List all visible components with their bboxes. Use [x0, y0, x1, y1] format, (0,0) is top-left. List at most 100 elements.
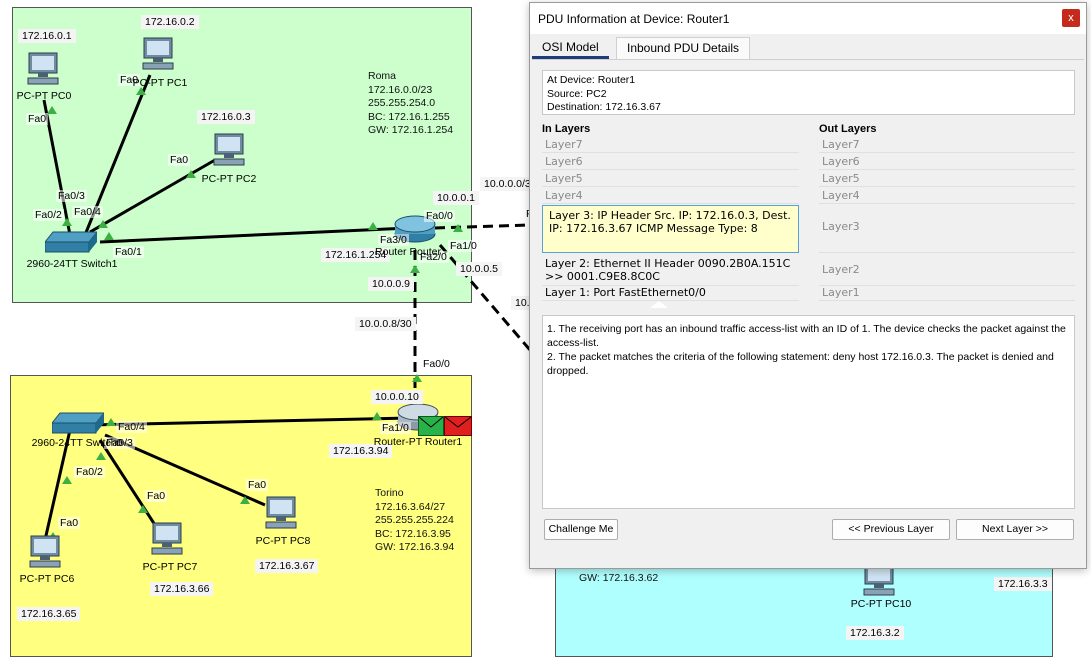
- pc-icon[interactable]: [26, 52, 60, 86]
- next-layer-button[interactable]: Next Layer >>: [956, 519, 1074, 540]
- link-light: [62, 476, 72, 484]
- roma-area: [12, 7, 472, 303]
- device-label: 2960-24TT Switch0: [31, 437, 123, 449]
- out-layer-2[interactable]: Layer2: [819, 256, 1075, 286]
- ip-label: 172.16.0.3: [197, 110, 255, 124]
- ip-label: 10.0.0.8/30: [355, 317, 416, 331]
- info-line: Source: PC2: [547, 87, 607, 100]
- cyan-gw-note: GW: 172.16.3.62: [579, 572, 659, 584]
- previous-layer-button[interactable]: << Previous Layer: [832, 519, 950, 540]
- out-layer-3[interactable]: Layer3: [819, 205, 1075, 253]
- link-light: [410, 265, 420, 273]
- port-label: Fa0/1: [113, 246, 144, 258]
- ip-label: 10.0.0.5: [456, 262, 502, 276]
- in-layer-6[interactable]: Layer6: [542, 154, 799, 170]
- port-label: Fa0: [246, 479, 269, 491]
- dialog-titlebar[interactable]: PDU Information at Device: Router1 x: [530, 3, 1086, 34]
- ip-label: 172.16.1.254: [321, 248, 391, 262]
- pc-icon[interactable]: [28, 535, 62, 569]
- tab-inbound-pdu-details[interactable]: Inbound PDU Details: [616, 37, 751, 59]
- link-light: [62, 218, 72, 226]
- device-label: Router Router: [375, 246, 441, 258]
- pdu-envelope-icon[interactable]: [418, 416, 444, 436]
- device-label: PC-PT PC6: [19, 573, 75, 585]
- ip-label: 172.16.3.67: [255, 559, 319, 573]
- link-light: [104, 232, 114, 240]
- in-layer-2[interactable]: Layer 2: Ethernet II Header 0090.2B0A.15…: [542, 256, 799, 286]
- port-label: Fa0/2: [74, 466, 105, 478]
- link-light: [240, 496, 250, 504]
- port-label: Fa0: [118, 74, 141, 86]
- ip-label: 172.16.3.2: [846, 626, 904, 640]
- device-label: 2960-24TT Switch1: [26, 258, 118, 270]
- switch-icon[interactable]: [52, 411, 104, 435]
- pc-icon[interactable]: [150, 522, 184, 556]
- pc-icon[interactable]: [212, 133, 246, 167]
- out-layer-4[interactable]: Layer4: [819, 188, 1075, 204]
- port-label: Fa2/0: [418, 251, 449, 263]
- link-light: [412, 374, 422, 382]
- ip-label: 172.16.3.66: [150, 582, 214, 596]
- device-label: PC-PT PC7: [142, 561, 198, 573]
- device-label: PC-PT PC2: [201, 173, 257, 185]
- out-layer-6[interactable]: Layer6: [819, 154, 1075, 170]
- dialog-title: PDU Information at Device: Router1: [538, 12, 730, 26]
- out-layer-5[interactable]: Layer5: [819, 171, 1075, 187]
- splitter-handle[interactable]: [650, 301, 668, 308]
- out-layer-1[interactable]: Layer1: [819, 285, 1075, 301]
- ip-label: 172.16.3.94: [329, 444, 393, 458]
- info-line: Destination: 172.16.3.67: [547, 101, 661, 113]
- device-label: PC-PT PC1: [132, 77, 188, 89]
- port-label: Fa0: [168, 154, 191, 166]
- ip-label: 10.0.0.0/3: [480, 177, 535, 191]
- dialog-body: At Device: Router1 Source: PC2 Destinati…: [532, 59, 1084, 566]
- pc-icon[interactable]: [264, 496, 298, 530]
- port-label: Fa3/0: [378, 234, 409, 246]
- link-light: [96, 452, 106, 460]
- port-label: Fa0/4: [72, 206, 103, 218]
- layer-description-box: 1. The receiving port has an inbound tra…: [542, 315, 1075, 509]
- ip-label: 10.: [511, 296, 534, 310]
- device-label: PC-PT PC8: [255, 535, 311, 547]
- link-light: [138, 505, 148, 513]
- challenge-me-button[interactable]: Challenge Me: [544, 519, 618, 540]
- in-layer-5[interactable]: Layer5: [542, 171, 799, 187]
- port-label: Fa0/0: [421, 358, 452, 370]
- pc-icon[interactable]: [862, 563, 896, 597]
- device-label: Router-PT Router1: [373, 436, 463, 448]
- port-label: Fa0: [26, 113, 49, 125]
- link-light: [106, 418, 116, 426]
- pc-icon[interactable]: [141, 37, 175, 71]
- switch-icon[interactable]: [45, 230, 97, 254]
- description-line: 2. The packet matches the criteria of th…: [547, 351, 1054, 377]
- description-line: 1. The receiving port has an inbound tra…: [547, 323, 1066, 349]
- out-layer-7[interactable]: Layer7: [819, 137, 1075, 153]
- ip-label: 172.16.0.2: [141, 15, 199, 29]
- tab-osi-model[interactable]: OSI Model: [532, 37, 609, 59]
- port-label: Fa1/0: [380, 422, 411, 434]
- close-button[interactable]: x: [1062, 9, 1080, 27]
- in-layer-1[interactable]: Layer 1: Port FastEthernet0/0: [542, 285, 799, 301]
- ip-label: 10.0.0.10: [371, 390, 423, 404]
- port-label: Fa0/0: [424, 210, 455, 222]
- ip-label: 172.16.3.3: [994, 577, 1052, 591]
- port-label: Fa1/0: [448, 240, 479, 252]
- in-layers-title: In Layers: [542, 123, 591, 135]
- in-layer-7[interactable]: Layer7: [542, 137, 799, 153]
- link-light: [47, 106, 57, 114]
- out-layers-title: Out Layers: [819, 123, 877, 135]
- ip-label: 10.0.0.9: [368, 277, 414, 291]
- torino-note: Torino 172.16.3.64/27 255.255.255.224 BC…: [375, 487, 455, 553]
- link-light: [136, 87, 146, 95]
- info-line: At Device: Router1: [547, 74, 636, 86]
- device-info-box: At Device: Router1 Source: PC2 Destinati…: [542, 70, 1075, 115]
- port-label: Fa0/2: [33, 209, 64, 221]
- link-light: [453, 224, 463, 232]
- in-layer-3-selected[interactable]: Layer 3: IP Header Src. IP: 172.16.0.3, …: [542, 205, 799, 253]
- link-light: [368, 222, 378, 230]
- port-label: Fa0: [58, 517, 81, 529]
- ip-label: 172.16.3.65: [17, 607, 81, 621]
- port-label: Fa0/3: [104, 437, 135, 449]
- in-layer-4[interactable]: Layer4: [542, 188, 799, 204]
- pdu-envelope-icon[interactable]: [444, 416, 472, 436]
